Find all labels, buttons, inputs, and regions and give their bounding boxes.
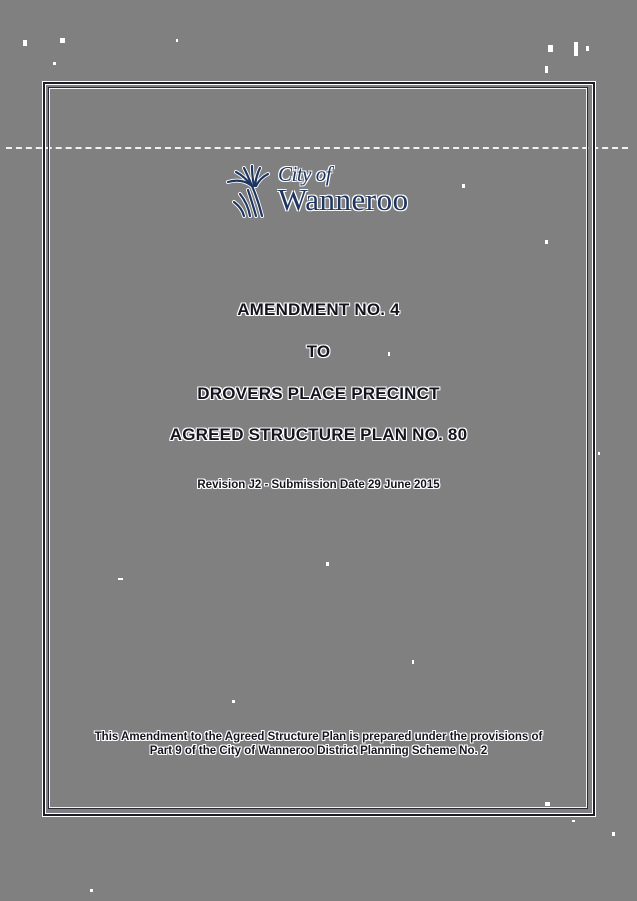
page-border-outer (43, 82, 595, 816)
scan-speck (53, 62, 56, 65)
city-of-wanneroo-logo: City of Wanneroo (222, 162, 422, 222)
title-precinct-name: DROVERS PLACE PRECINCT (197, 384, 440, 403)
logo-text-city-of: City of (278, 162, 332, 186)
scan-speck (90, 889, 93, 892)
scan-speck (612, 832, 615, 836)
scan-speck (598, 452, 600, 455)
provisions-statement: This Amendment to the Agreed Structure P… (0, 730, 637, 758)
scan-speck (545, 240, 548, 244)
kangaroo-paw-flower-icon (226, 164, 270, 218)
scan-speck (462, 184, 465, 188)
provisions-statement-line-2: Part 9 of the City of Wanneroo District … (149, 745, 488, 757)
scan-speck (232, 700, 235, 703)
scan-speck (545, 66, 548, 73)
scan-speck (118, 578, 123, 580)
title-to: TO (306, 342, 331, 361)
title-amendment-number: AMENDMENT NO. 4 (237, 300, 400, 319)
logo-text-wanneroo: Wanneroo (278, 182, 409, 217)
scan-speck (326, 562, 329, 566)
scan-artifact-line (6, 147, 628, 149)
scan-speck (60, 38, 65, 43)
revision-submission-date: Revision J2 - Submission Date 29 June 20… (197, 479, 440, 491)
scan-speck (176, 39, 178, 42)
scan-speck (545, 802, 550, 806)
page-border-inner (48, 87, 588, 809)
scan-speck (388, 352, 390, 356)
scan-speck (572, 820, 575, 822)
scan-speck (586, 46, 589, 51)
scan-speck (574, 42, 578, 56)
scan-speck (548, 45, 553, 52)
provisions-statement-line-1: This Amendment to the Agreed Structure P… (94, 731, 543, 743)
scan-speck (412, 660, 414, 664)
title-structure-plan: AGREED STRUCTURE PLAN NO. 80 (169, 425, 468, 444)
scan-speck (23, 40, 27, 46)
